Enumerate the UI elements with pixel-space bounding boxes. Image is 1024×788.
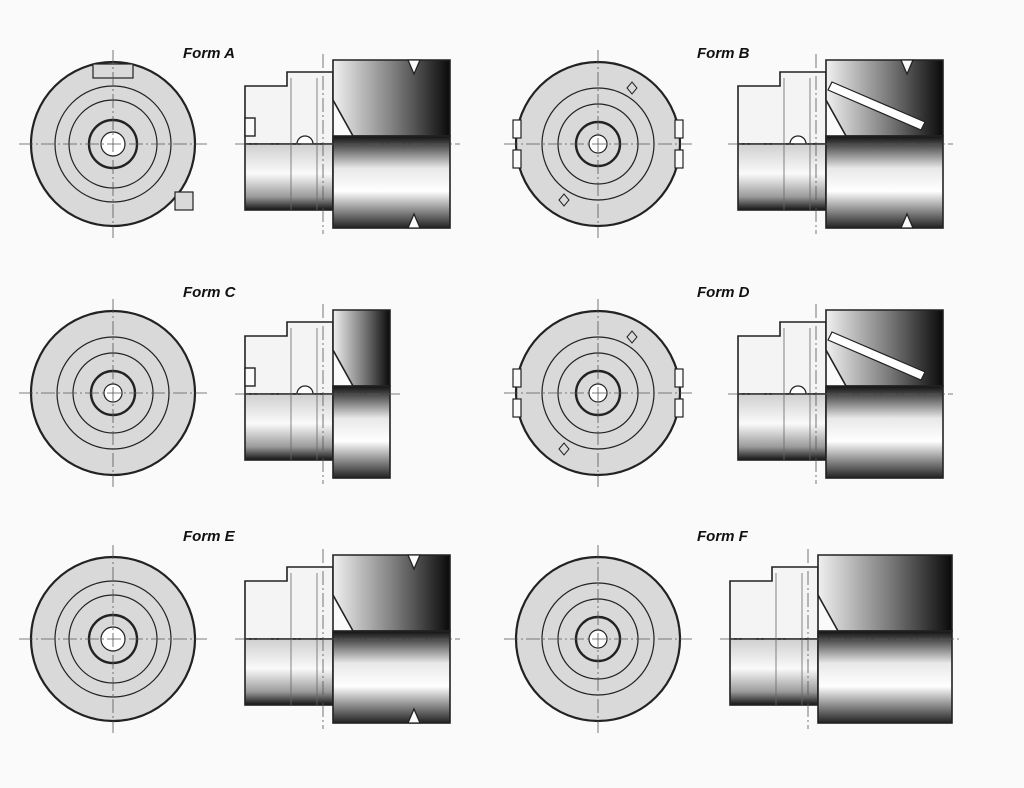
form-b-label: Form B [697,45,750,62]
front-view-3 [504,299,692,487]
collar-lower [332,630,451,724]
front-view-2 [19,299,207,487]
flange-section [817,554,953,632]
front-view-5 [504,545,692,733]
groove-top [900,59,914,76]
side-view-5 [720,549,962,729]
drive-slot [244,117,256,137]
upper-bore [737,71,827,145]
orientation-mark [626,330,638,344]
groove-top [407,554,421,571]
form-d-label: Form D [697,284,750,301]
notch-left [512,119,522,139]
form-a-label: Form A [183,45,235,62]
key-slot-bottom [174,191,194,211]
form-f-label: Form F [697,528,748,545]
orientation-mark [558,193,570,207]
upper-bore [729,566,819,640]
notch-left-lower [512,398,522,418]
collar-lower [817,630,953,724]
collar-lower [332,135,451,229]
side-view-0 [235,54,460,234]
upper-bore [737,321,827,395]
form-c-label: Form C [183,284,236,301]
side-view-4 [235,549,460,729]
notch-right-lower [674,149,684,169]
side-view-2 [235,304,400,484]
upper-bore [244,566,334,640]
shank-lower [729,638,819,706]
notch-right [674,368,684,388]
flange-section [332,309,391,387]
orientation-mark [626,81,638,95]
collar-lower [825,135,944,229]
shank-lower [244,638,334,706]
flange-section [332,554,451,632]
groove-bottom [407,212,421,229]
notch-left [512,368,522,388]
groove-top [407,59,421,76]
front-view-4 [19,545,207,733]
side-view-1 [728,54,953,234]
upper-bore [244,71,334,145]
flange-section [825,309,944,387]
flange-section [332,59,451,137]
groove-bottom [900,212,914,229]
orientation-mark [558,442,570,456]
side-view-3 [728,304,953,484]
collar-lower [825,385,944,479]
drive-slot [244,367,256,387]
front-view-1 [504,50,692,238]
form-e-label: Form E [183,528,235,545]
coolant-channel [827,81,926,131]
flange-section [825,59,944,137]
coolant-channel [827,331,926,381]
upper-bore [244,321,334,395]
notch-right-lower [674,398,684,418]
notch-right [674,119,684,139]
notch-left-lower [512,149,522,169]
shank-lower [737,143,827,211]
shank-lower [244,393,334,461]
collar-lower [332,385,391,479]
front-view-0 [19,50,207,238]
shank-lower [737,393,827,461]
groove-bottom [407,707,421,724]
shank-lower [244,143,334,211]
